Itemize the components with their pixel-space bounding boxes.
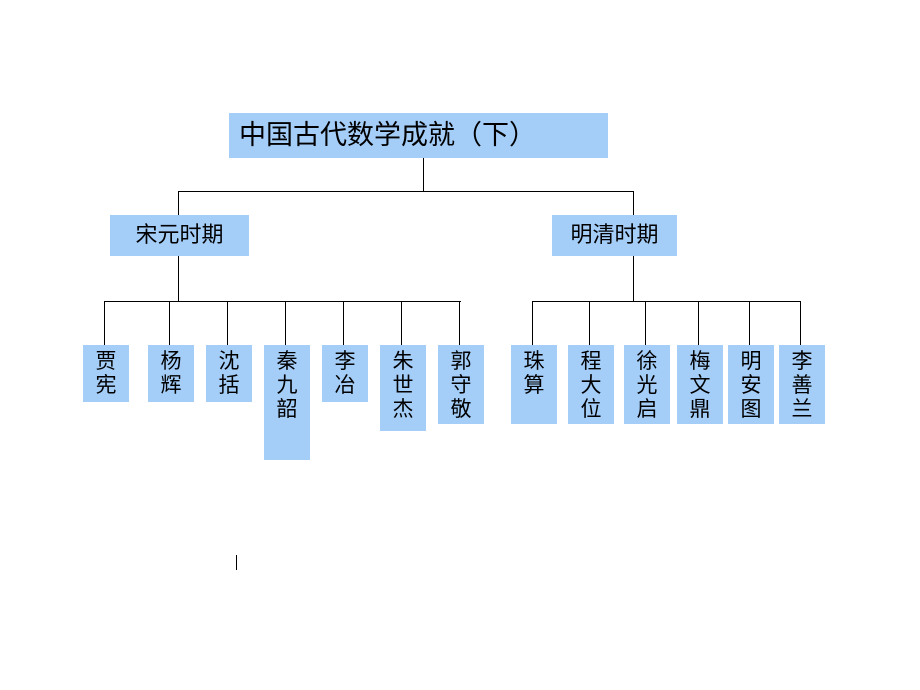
leaf-label: 程大位	[580, 349, 602, 421]
leaf-node: 贾宪	[83, 345, 129, 402]
leaf-node: 朱世杰	[380, 345, 426, 431]
leaf-node: 沈括	[206, 345, 252, 402]
connector	[178, 256, 179, 301]
connector	[343, 301, 344, 345]
leaf-node: 梅文鼎	[677, 345, 723, 424]
leaf-node: 郭守敬	[438, 345, 484, 424]
leaf-label: 朱世杰	[392, 349, 414, 421]
connector	[532, 301, 801, 302]
leaf-label: 郭守敬	[450, 349, 472, 421]
connector	[401, 301, 402, 345]
connector	[459, 301, 460, 345]
connector	[698, 301, 699, 345]
connector	[633, 191, 634, 215]
connector	[169, 301, 170, 345]
leaf-node: 珠算	[511, 345, 557, 424]
connector	[800, 301, 801, 345]
connector	[178, 191, 634, 192]
connector	[749, 301, 750, 345]
connector	[178, 191, 179, 215]
connector	[423, 158, 424, 191]
leaf-label: 李冶	[334, 349, 356, 397]
leaf-label: 明安图	[740, 349, 762, 421]
leaf-node: 李冶	[322, 345, 368, 402]
connector	[104, 301, 461, 302]
leaf-node: 秦九韶	[264, 345, 310, 460]
leaf-node: 徐光启	[624, 345, 670, 424]
branch-song-yuan: 宋元时期	[110, 215, 249, 256]
leaf-label: 李善兰	[791, 349, 813, 421]
leaf-label: 杨辉	[160, 349, 182, 397]
connector	[532, 301, 533, 345]
branch-ming-qing: 明清时期	[552, 215, 677, 256]
leaf-label: 珠算	[523, 349, 545, 397]
leaf-label: 贾宪	[95, 349, 117, 397]
leaf-node: 杨辉	[148, 345, 194, 402]
cursor-mark	[236, 555, 237, 570]
connector	[227, 301, 228, 345]
connector	[104, 301, 105, 345]
leaf-node: 程大位	[568, 345, 614, 424]
connector	[589, 301, 590, 345]
leaf-label: 梅文鼎	[689, 349, 711, 421]
leaf-node: 李善兰	[779, 345, 825, 424]
leaf-label: 沈括	[218, 349, 240, 397]
leaf-label: 徐光启	[636, 349, 658, 421]
leaf-label: 秦九韶	[276, 349, 298, 421]
leaf-node: 明安图	[728, 345, 774, 424]
connector	[645, 301, 646, 345]
connector	[633, 256, 634, 301]
root-node: 中国古代数学成就（下）	[229, 113, 608, 158]
connector	[285, 301, 286, 345]
